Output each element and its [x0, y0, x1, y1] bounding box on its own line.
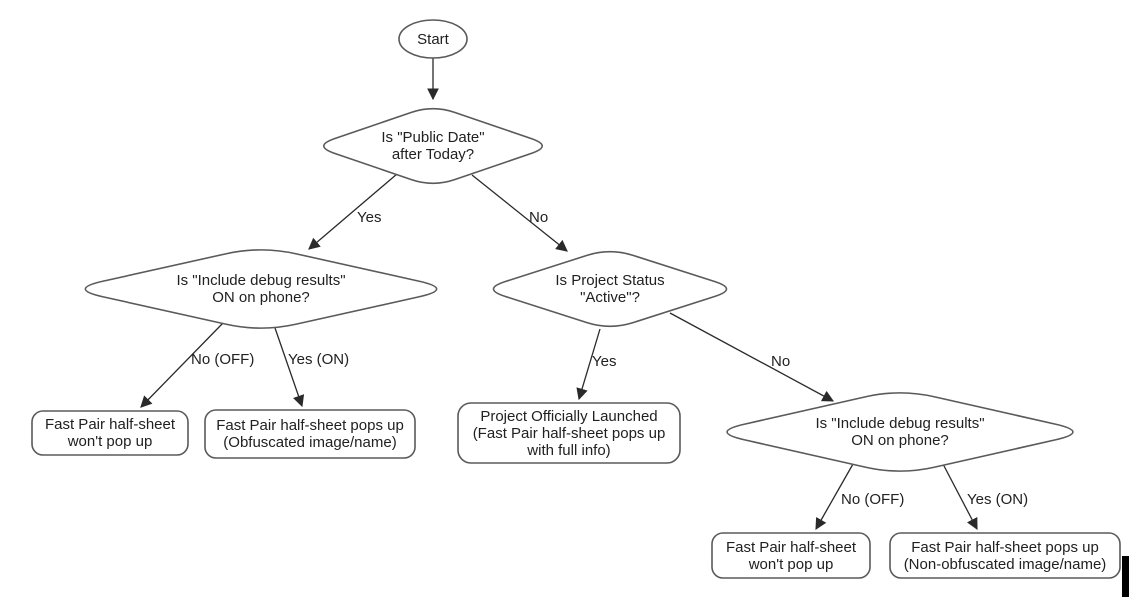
result-non-obfuscated-shape: [889, 532, 1121, 579]
result-launched-shape: [457, 402, 681, 464]
result-no-popup-right-shape: [711, 532, 871, 579]
start-node-shape: [398, 19, 468, 59]
result-obfuscated-shape: [204, 409, 416, 459]
text-cursor-artifact: [1122, 556, 1129, 597]
edge-public-date-no: [471, 174, 568, 252]
edge-project-status-yes: [576, 328, 601, 401]
decision-public-date-shape: [322, 107, 543, 185]
edge-debug-left-no: [140, 322, 224, 408]
decision-project-status-shape: [492, 250, 728, 328]
edge-debug-right-yes: [942, 463, 978, 531]
result-no-popup-left-shape: [31, 410, 189, 456]
edge-public-date-yes: [308, 173, 398, 250]
edge-debug-left-yes: [274, 327, 305, 408]
edge-project-status-no: [669, 312, 835, 402]
decision-debug-left-shape: [84, 249, 438, 329]
edge-debug-right-no: [815, 463, 854, 531]
decision-debug-right-shape: [726, 392, 1074, 472]
